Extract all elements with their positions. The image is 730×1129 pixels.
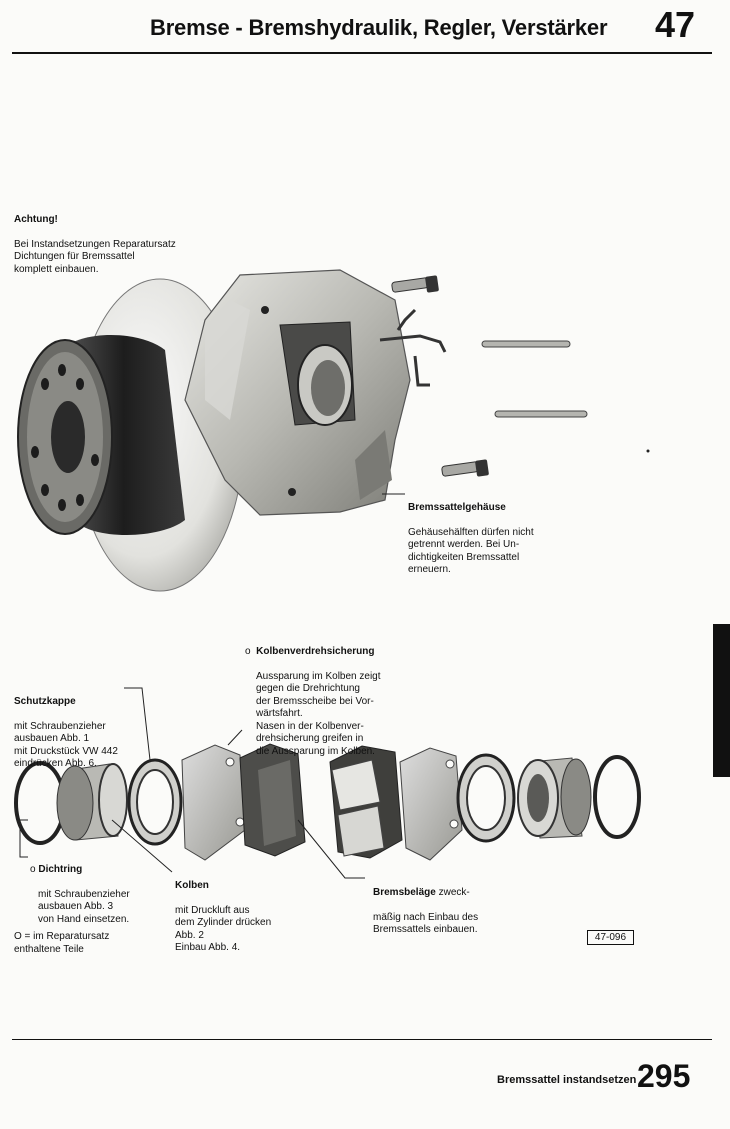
warning-title: Achtung! <box>14 213 58 225</box>
pad-retaining-spring <box>379 308 447 387</box>
dust-cap-label: Schutzkappe mit Schraubenzieher ausbauen… <box>14 683 118 783</box>
caliper-housing-text: Gehäusehälften dürfen nicht getrennt wer… <box>408 526 534 576</box>
piston-label: Kolben mit Druckluft aus dem Zylinder dr… <box>175 867 271 967</box>
brake-pad-right <box>329 745 403 859</box>
brake-pads-title: Bremsbeläge <box>373 886 436 898</box>
anti-rotation-plate-right <box>399 747 463 861</box>
brake-pad-left <box>239 743 306 857</box>
dust-cap-right <box>456 753 516 843</box>
figure-reference: 47-096 <box>587 930 634 945</box>
brake-pads-label: Bremsbeläge zweck- mäßig nach Einbau des… <box>373 874 478 949</box>
piston-title: Kolben <box>175 879 209 891</box>
caliper-housing-title: Bremssattelgehäuse <box>408 501 506 513</box>
caliper-bolts <box>391 275 489 477</box>
dust-cap-title: Schutzkappe <box>14 695 76 707</box>
repair-kit-legend: O = im Reparatursatz enthaltene Teile <box>14 931 110 955</box>
caliper-housing-label: Bremssattelgehäuse Gehäusehälften dürfen… <box>408 489 534 589</box>
piston-text: mit Druckluft aus dem Zylinder drücken A… <box>175 904 272 954</box>
repair-kit-marker: o <box>245 645 251 657</box>
chapter-side-tab <box>713 624 730 777</box>
seal-ring-right <box>593 755 641 839</box>
repair-kit-marker: o <box>30 863 36 875</box>
warning-text: Bei Instandsetzungen Reparatursatz Dicht… <box>14 238 176 275</box>
guide-pins <box>481 340 588 418</box>
disc-bolt-holes <box>31 364 99 511</box>
warning-note: Achtung! Bei Instandsetzungen Reparaturs… <box>14 201 176 289</box>
anti-rotation-plate-left <box>181 744 246 861</box>
leader-lines <box>19 687 365 879</box>
page-header-title: Bremse - Bremshydraulik, Regler, Verstär… <box>150 15 608 40</box>
seal-ring-title: Dichtring <box>38 863 83 875</box>
anti-rotation-label: o Kolbenverdrehsicherung Aussparung im K… <box>245 633 381 771</box>
dust-cap-text: mit Schraubenzieher ausbauen Abb. 1 mit … <box>14 720 118 770</box>
brake-pads-text: mäßig nach Einbau des Bremssattels einba… <box>373 911 479 936</box>
header-rule <box>12 52 712 54</box>
caliper-housing <box>184 269 411 516</box>
seal-ring-text: mit Schraubenzieher ausbauen Abb. 3 von … <box>38 888 130 925</box>
dust-cap-left <box>127 758 183 846</box>
footer-section-label: Bremssattel instandsetzen <box>497 1074 637 1086</box>
anti-rotation-title: Kolbenverdrehsicherung <box>256 645 375 657</box>
footer-rule <box>12 1039 712 1040</box>
piston-left <box>56 763 128 841</box>
page-number: 295 <box>637 1058 691 1094</box>
chapter-number: 47 <box>655 4 696 45</box>
piston-right <box>517 757 592 839</box>
seal-ring-label: o Dichtring mit Schraubenzieher ausbauen… <box>30 851 130 939</box>
brake-pads-title-suffix: zweck- <box>435 886 470 898</box>
anti-rotation-text: Aussparung im Kolben zeigt gegen die Dre… <box>256 670 381 757</box>
